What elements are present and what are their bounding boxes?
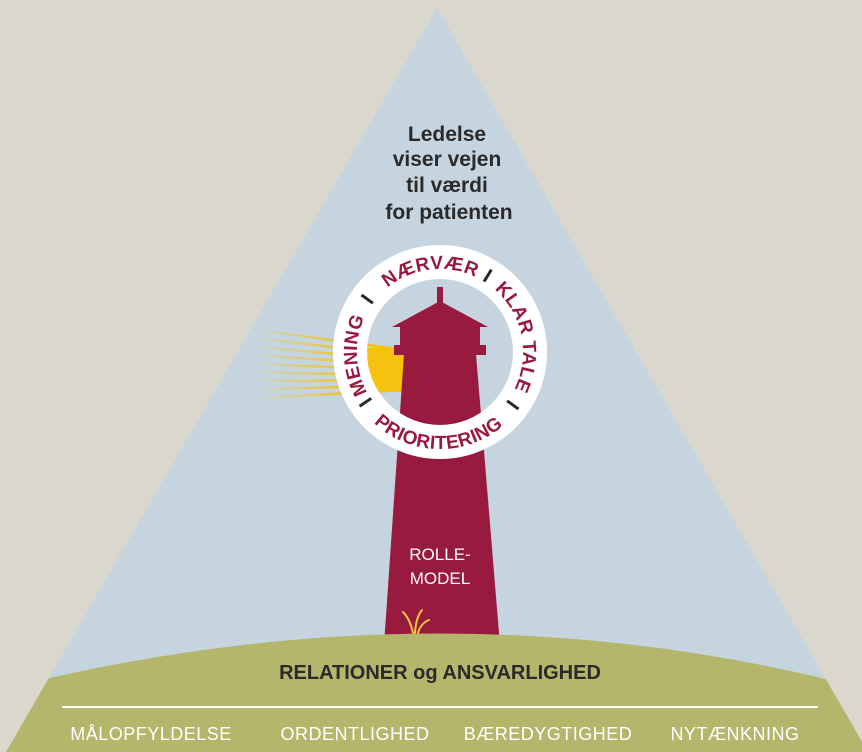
heading-line: for patienten — [385, 201, 512, 224]
value-item: BÆREDYGTIGHED — [464, 724, 633, 744]
lighthouse-roof — [392, 301, 488, 327]
ring-separator — [482, 268, 493, 283]
value-item: ORDENTLIGHED — [280, 724, 429, 744]
foundation-values: MÅLOPFYLDELSE ORDENTLIGHED BÆREDYGTIGHED… — [70, 724, 799, 744]
lighthouse-finial — [437, 287, 443, 303]
values-ring — [333, 245, 547, 459]
lighthouse-label-line: ROLLE- — [409, 545, 470, 564]
ring-separator — [506, 399, 520, 411]
heading-line: Ledelse — [408, 123, 486, 146]
grass-tuft-icon — [402, 609, 430, 634]
lighthouse-label-line: MODEL — [410, 569, 470, 588]
ring-separator — [358, 397, 373, 408]
ring-separators — [358, 268, 520, 411]
value-item: MÅLOPFYLDELSE — [70, 724, 232, 744]
ring-separator — [360, 293, 374, 305]
heading-line: viser vejen — [393, 148, 502, 171]
heading: Ledelse viser vejen til værdi for patien… — [385, 123, 512, 224]
foundation-title: RELATIONER og ANSVARLIGHED — [279, 662, 601, 684]
ground-hill — [6, 633, 862, 752]
value-item: NYTÆNKNING — [670, 724, 799, 744]
lighthouse-lantern — [400, 326, 480, 346]
lighthouse-gallery — [394, 345, 486, 355]
lighthouse-label: ROLLE- MODEL — [409, 545, 470, 588]
heading-line: til værdi — [406, 174, 488, 197]
